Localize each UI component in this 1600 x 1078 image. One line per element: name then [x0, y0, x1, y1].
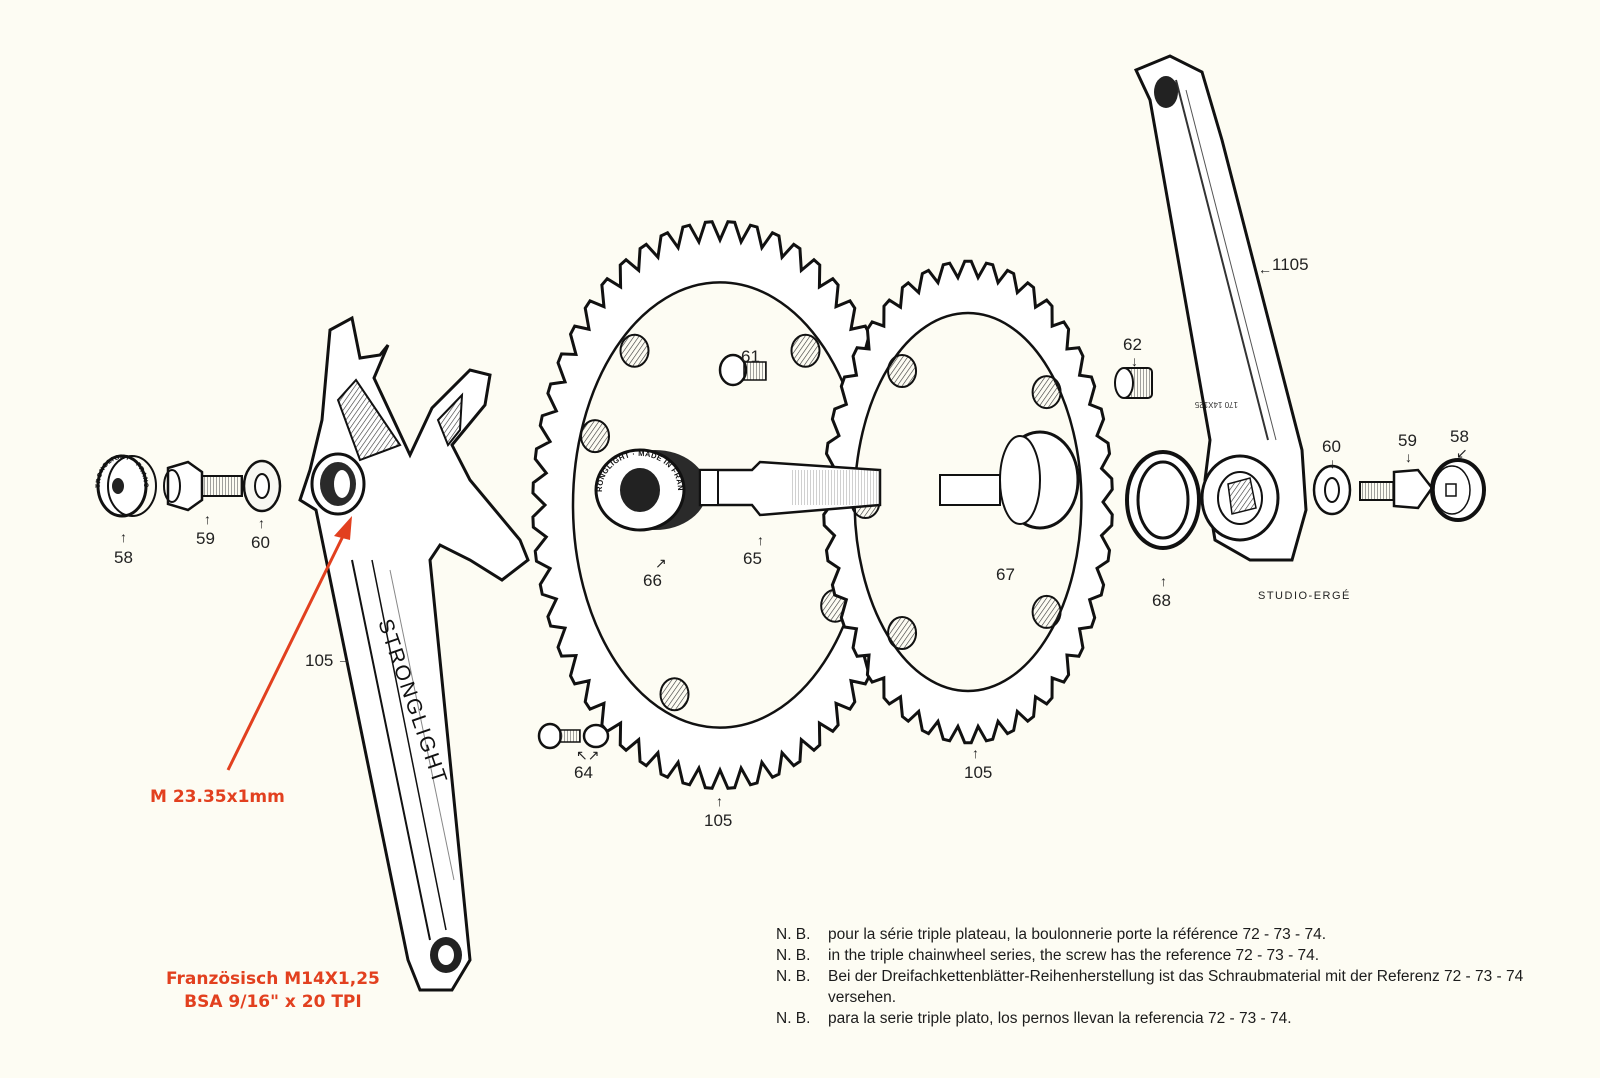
footnote-fr: N. B. pour la série triple plateau, la bo… [776, 924, 1576, 945]
part-label-59-right: 59 [1398, 431, 1417, 450]
chainring-bolt-tab [659, 677, 690, 712]
washer-left [242, 459, 282, 513]
chainring-bolt-64 [537, 722, 610, 750]
spindle-thread-pointer-head [334, 516, 352, 540]
arrow-icon: ↓ [1405, 449, 1412, 465]
left-crank-arm-with-spider: STRONGLIGHT [298, 315, 530, 992]
arrow-icon: ↑ [120, 529, 127, 545]
chainring-bolt-tab [1031, 375, 1062, 410]
dust-cap-left: STRONGLIGHT · FRANCE [0, 0, 157, 518]
part-label-1105: 1105 [1272, 255, 1309, 274]
part-label-67: 67 [996, 565, 1015, 584]
arrow-icon: ↑ [757, 532, 764, 548]
arrow-icon: ↓ [1329, 455, 1336, 471]
part-label-58-right: 58 [1450, 427, 1469, 446]
note-text: pour la série triple plateau, la boulonn… [828, 926, 1327, 943]
footnote-de: N. B. Bei der Dreifachkettenblätter-Reihe… [776, 966, 1576, 1008]
arrow-icon: ↑ [716, 793, 723, 809]
arrow-icon: ↑ [204, 511, 211, 527]
part-label-65: 65 [743, 549, 762, 568]
footnotes: N. B. pour la série triple plateau, la bo… [776, 924, 1576, 1029]
spindle-thread-annotation: M 23.35x1mm [150, 787, 285, 807]
part-label-60-right: 60 [1322, 437, 1341, 456]
note-text: Bei der Dreifachkettenblätter-Reihenhers… [828, 968, 1524, 1006]
part-label-105-big-ring: 105 [704, 811, 733, 830]
note-prefix: N. B. [776, 1010, 811, 1027]
part-label-60-left: 60 [251, 533, 270, 552]
chainring-bolt-tab [580, 419, 611, 454]
chainring-bolt-tab [887, 615, 918, 650]
part-label-105-crank: 105 [305, 651, 334, 670]
arrow-icon: ← [1258, 261, 1272, 277]
bottom-bracket-cup-67 [939, 430, 1080, 530]
right-crank-arm-1105: 170 14X125 [1133, 54, 1308, 562]
washer-right [1312, 464, 1352, 516]
arrow-icon: ↑ [258, 515, 265, 531]
part-label-58-left: 58 [114, 548, 133, 567]
note-text: para la serie triple plato, los pernos l… [828, 1010, 1292, 1027]
lockring-68 [1125, 450, 1201, 550]
spindle-thread-pointer [226, 531, 347, 771]
crank-bolt-left [163, 460, 243, 512]
arrow-icon: ↑ [1160, 573, 1167, 589]
part-label-105-small-ring: 105 [964, 763, 993, 782]
arrow-icon: ↑ [972, 745, 979, 761]
cap-brand-text: STRONGLIGHT · FRANCE [0, 0, 149, 488]
illustrator-credit: STUDIO-ERGÉ [1258, 590, 1351, 602]
note-prefix: N. B. [776, 968, 811, 985]
arrow-icon: ↓ [1131, 353, 1138, 369]
chainring-bolt-tab [619, 333, 650, 368]
part-label-68: 68 [1152, 591, 1171, 610]
footnote-es: N. B. para la serie triple plato, los per… [776, 1008, 1576, 1029]
note-prefix: N. B. [776, 926, 811, 943]
arrow-icon: → [337, 651, 351, 667]
part-label-66: 66 [643, 571, 662, 590]
crank-bolt-right [1359, 468, 1434, 510]
part-label-61: 61 [741, 347, 760, 366]
arrow-icon: ↗ [655, 555, 667, 571]
pedal-thread-bsa: BSA 9/16" x 20 TPI [184, 991, 362, 1012]
footnote-en: N. B. in the triple chainwheel series, th… [776, 945, 1576, 966]
arrow-icon: ↙ [1456, 445, 1468, 461]
pedal-thread-annotation: Französisch M14X1,25 BSA 9/16" x 20 TPI [166, 968, 380, 1014]
chainring-bolt-61 [718, 353, 767, 387]
pedal-thread-french: Französisch M14X1,25 [166, 969, 380, 989]
chainring-bolt-tab [1031, 594, 1062, 629]
cap-brand-textpath: STRONGLIGHT · FRANCE [0, 0, 149, 488]
chainring-nut-62 [1114, 367, 1153, 399]
chainring-bolt-tab [887, 354, 918, 389]
chainring-bolt-tab [790, 333, 821, 368]
part-label-62: 62 [1123, 335, 1142, 354]
note-text: in the triple chainwheel series, the scr… [828, 947, 1320, 964]
crank-stamp-text: 170 14X125 [1194, 400, 1238, 409]
arrow-icon: ↖↗ [576, 747, 600, 763]
note-prefix: N. B. [776, 947, 811, 964]
spindle-65 [698, 460, 882, 517]
part-label-64: 64 [574, 763, 593, 782]
part-label-59-left: 59 [196, 529, 215, 548]
dust-cap-right [1430, 458, 1486, 522]
